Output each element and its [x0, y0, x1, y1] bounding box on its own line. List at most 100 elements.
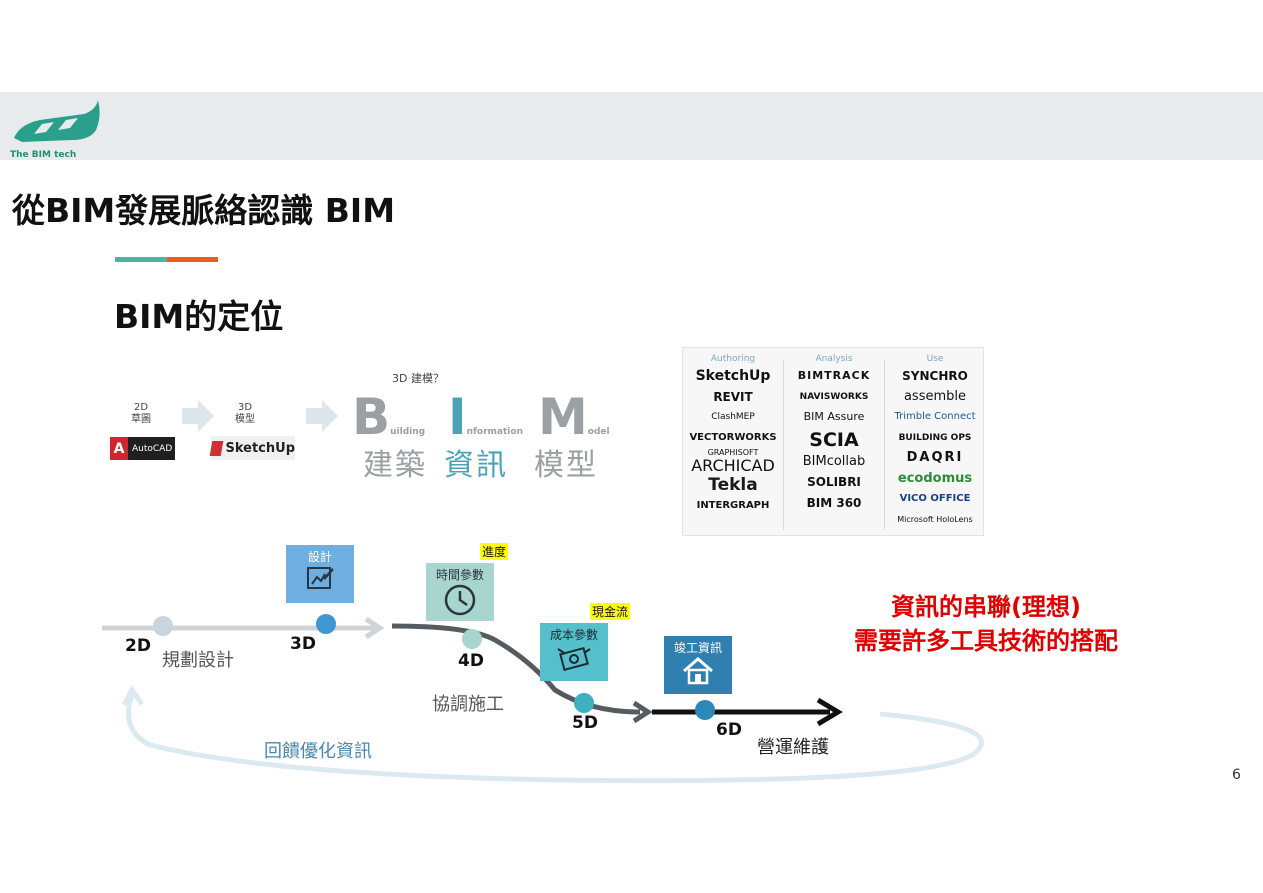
- stage-box-asbuilt: 竣工資訊: [664, 636, 732, 694]
- integration-note-line1: 資訊的串聯(理想): [891, 593, 1081, 621]
- tool-clashmep: ClashMEP: [711, 412, 755, 422]
- tool-vico-office: VICO OFFICE: [899, 493, 971, 504]
- feedback-label: 回饋優化資訊: [264, 741, 372, 762]
- tool-bim-assure: BIM Assure: [803, 410, 865, 423]
- use-header: Use: [926, 354, 944, 364]
- highlight-cashflow: 現金流: [590, 603, 631, 620]
- node-4d: [462, 629, 482, 649]
- tool-microsoft-hololens: Microsoft HoloLens: [897, 514, 973, 524]
- stage-box-time-label: 時間參數: [435, 568, 484, 582]
- bim-caption: 3D 建模？: [392, 372, 444, 385]
- tool-vectorworks: VECTORWORKS: [689, 431, 777, 443]
- stage-label-6d: 6D: [716, 720, 742, 740]
- authoring-column: Authoring SketchUp REVIT ClashMEP VECTOR…: [683, 348, 783, 537]
- tool-bimtrack: BIMTRACK: [797, 369, 871, 382]
- highlight-schedule: 進度: [480, 543, 509, 560]
- money-icon: [557, 646, 591, 672]
- clock-icon: [444, 584, 476, 616]
- bim-i-rest: nformation: [466, 427, 523, 437]
- tool-assemble: assemble: [903, 388, 967, 404]
- node-6d: [695, 700, 715, 720]
- zh-building: 建築: [363, 448, 427, 483]
- stage-box-design: 設計: [286, 545, 354, 603]
- tool-navisworks: NAVISWORKS: [799, 391, 869, 402]
- tool-intergraph: INTERGRAPH: [696, 499, 770, 511]
- stage-label-4d: 4D: [458, 651, 484, 671]
- header-band: [0, 92, 1263, 160]
- page-title: 從BIM發展脈絡認識 BIM: [12, 191, 396, 230]
- flow-arrowhead-3: [816, 697, 843, 727]
- stage-desc-planning: 規劃設計: [162, 650, 234, 671]
- integration-note: 資訊的串聯(理想) 需要許多工具技術的搭配: [812, 590, 1160, 658]
- step-3d-label-2: 模型: [235, 414, 255, 425]
- bim-b-rest: uilding: [390, 427, 426, 437]
- bim-building: Building: [352, 392, 425, 442]
- tool-bim360: BIM 360: [806, 495, 862, 510]
- flow-arrowhead-2: [632, 700, 653, 724]
- bim-m-rest: odel: [587, 427, 610, 437]
- sketchup-logo: SketchUp: [209, 436, 295, 460]
- column-divider: [783, 360, 784, 530]
- tool-solibri: SOLIBRI: [807, 475, 861, 489]
- tool-daqri: DAQRI: [906, 450, 964, 465]
- step-2d-label: 2D 草圖: [124, 402, 158, 426]
- zh-information: 資訊: [444, 448, 508, 483]
- section-title: BIM的定位: [114, 297, 284, 336]
- node-3d: [316, 614, 336, 634]
- integration-note-line2: 需要許多工具技術的搭配: [854, 627, 1118, 655]
- bim-model: Model: [538, 392, 610, 442]
- house-icon: [683, 657, 713, 685]
- step-3d-label-1: 3D: [237, 402, 253, 413]
- tool-bimcollab: BIMcollab: [802, 453, 866, 469]
- tool-synchro: SYNCHRO: [902, 369, 968, 383]
- bim-tech-logo-icon: [14, 100, 100, 142]
- tool-trimble-connect: Trimble Connect: [894, 411, 976, 422]
- step-3d-label: 3D 模型: [228, 402, 262, 426]
- bim-b-letter: B: [352, 388, 391, 446]
- autocad-logo: A AutoCAD: [110, 437, 175, 460]
- design-icon: [307, 567, 334, 589]
- page-number: 6: [1232, 767, 1241, 783]
- stage-box-design-label: 設計: [307, 550, 332, 564]
- stage-box-cost: 成本參數: [540, 623, 608, 681]
- tool-sketchup: SketchUp: [695, 368, 771, 384]
- stage-box-asbuilt-label: 竣工資訊: [673, 641, 722, 655]
- step-2d-label-1: 2D: [133, 402, 149, 413]
- stage-label-5d: 5D: [572, 713, 598, 733]
- analysis-header: Analysis: [815, 354, 853, 364]
- stage-label-3d: 3D: [290, 634, 316, 654]
- stage-label-2d: 2D: [125, 636, 151, 656]
- tool-scia: SCIA: [809, 428, 859, 451]
- logo-text: The BIM tech: [10, 150, 77, 160]
- feedback-arrowhead: [121, 685, 145, 707]
- tool-ecodomus: ecodomus: [897, 470, 973, 486]
- column-divider: [884, 360, 885, 530]
- node-2d: [153, 616, 173, 636]
- sketchup-label: SketchUp: [225, 440, 295, 456]
- authoring-header: Authoring: [710, 354, 756, 364]
- use-column: Use SYNCHRO assemble Trimble Connect BUI…: [885, 348, 985, 537]
- accent-bar-orange: [167, 257, 218, 262]
- step-2d-label-2: 草圖: [131, 414, 151, 425]
- stage-desc-construction: 協調施工: [432, 694, 504, 715]
- node-5d: [574, 693, 594, 713]
- tool-building-ops: BUILDING OPS: [898, 432, 972, 443]
- feedback-loop-line: [126, 694, 984, 784]
- autocad-label: AutoCAD: [132, 443, 173, 454]
- flow-line-construction: [391, 623, 641, 715]
- bim-m-letter: M: [538, 388, 588, 446]
- arrow-right-icon: [182, 400, 214, 432]
- tool-tekla: Tekla: [708, 475, 758, 495]
- tool-revit: REVIT: [713, 389, 753, 404]
- stage-desc-operation: 營運維護: [757, 737, 829, 758]
- tool-archicad: ARCHICAD: [691, 456, 775, 475]
- accent-bar-teal: [115, 257, 167, 262]
- stage-box-time: 時間參數: [426, 563, 494, 621]
- arrow-right-icon: [306, 400, 338, 432]
- zh-model: 模型: [534, 448, 598, 483]
- bim-i-letter: I: [448, 388, 467, 446]
- stage-box-cost-label: 成本參數: [549, 628, 598, 642]
- analysis-column: Analysis BIMTRACK NAVISWORKS BIM Assure …: [784, 348, 884, 537]
- bim-tools-matrix: Authoring SketchUp REVIT ClashMEP VECTOR…: [682, 347, 984, 536]
